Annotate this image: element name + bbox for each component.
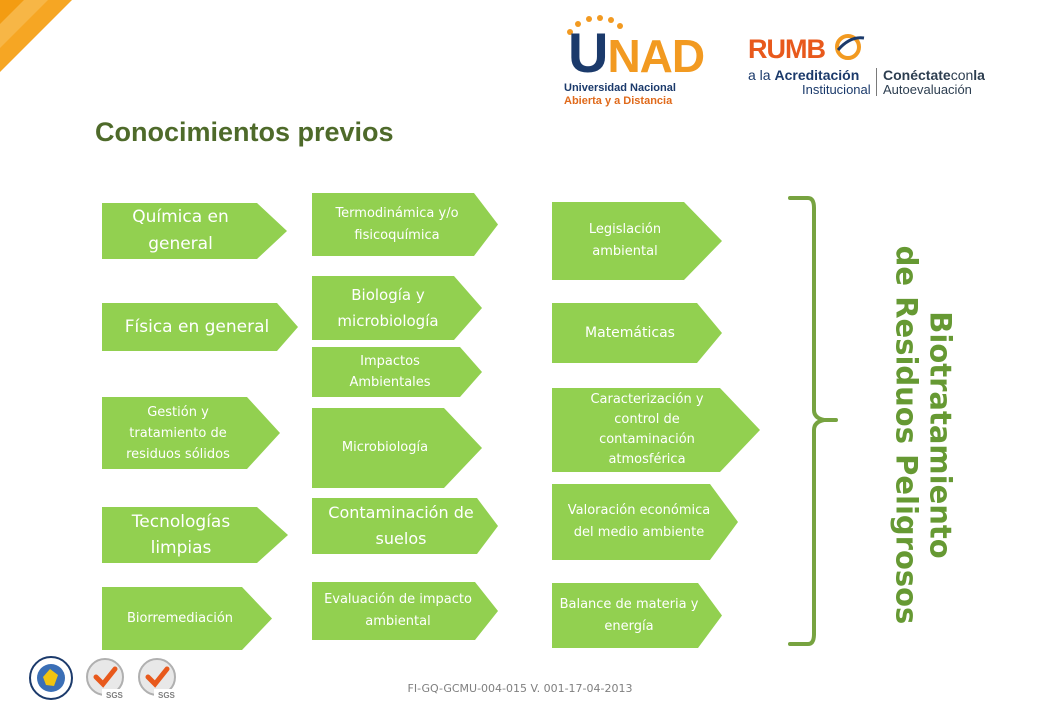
result-label: Biotratamiento de Residuos Peligrosos: [868, 246, 978, 625]
topic-box: Caracterización y control de contaminaci…: [552, 388, 760, 472]
topic-box: Valoración económica del medio ambiente: [552, 484, 738, 560]
unad-logo: UNAD Universidad Nacional Abierta y a Di…: [560, 14, 705, 110]
rumbo-line-b: Institucional: [802, 82, 871, 97]
compass-icon: [835, 34, 865, 60]
topic-box: Física en general: [102, 303, 298, 351]
topic-box: Termodinámica y/o fisicoquímica: [312, 193, 498, 256]
unad-subtitle-line1: Universidad Nacional: [564, 82, 676, 94]
topic-box: Balance de materia y energía: [552, 583, 722, 648]
topic-box: Química en general: [102, 203, 287, 259]
logo-divider: [876, 68, 877, 96]
topic-box: Legislación ambiental: [552, 202, 722, 280]
sgs-certification-icon: SGS: [86, 658, 126, 700]
orange-corner-decoration: [0, 0, 72, 72]
grouping-brace: [788, 196, 838, 646]
topic-box: Biología y microbiología: [312, 276, 482, 340]
logo-dots-icon: [567, 15, 623, 35]
rumbo-wordmark: RUMB: [748, 34, 826, 64]
unad-subtitle-line2: Abierta y a Distancia: [564, 95, 673, 107]
result-line2: de Residuos Peligrosos: [889, 245, 923, 625]
topic-box: Contaminación de suelos: [312, 498, 498, 554]
svg-text:SGS: SGS: [106, 691, 124, 700]
rumbo-acreditacion-logo: RUMB a la Acreditación Institucional Con…: [746, 32, 1016, 102]
rumbo-line-a: a la Acreditación: [748, 67, 860, 83]
page-title: Conocimientos previos: [95, 117, 394, 147]
svg-text:SGS: SGS: [158, 691, 176, 700]
topic-box: Microbiología: [312, 408, 482, 488]
topic-box: Gestión y tratamiento de residuos sólido…: [102, 397, 280, 469]
conectate-line: Conéctateconla: [883, 67, 985, 83]
topic-box: Evaluación de impacto ambiental: [312, 582, 498, 640]
document-code: FI-GQ-GCMU-004-015 V. 001-17-04-2013: [407, 682, 633, 695]
result-line1: Biotratamiento: [923, 311, 957, 559]
colombia-seal-icon: [29, 656, 73, 700]
topic-box: Biorremediación: [102, 587, 272, 650]
topic-box: Tecnologías limpias: [102, 507, 288, 563]
topic-box: Matemáticas: [552, 303, 722, 363]
sgs-certification-icon: SGS: [138, 658, 178, 700]
topic-box: Impactos Ambientales: [312, 347, 482, 397]
unad-wordmark: UNAD: [568, 21, 705, 84]
autoevaluacion-line: Autoevaluación: [883, 82, 972, 97]
